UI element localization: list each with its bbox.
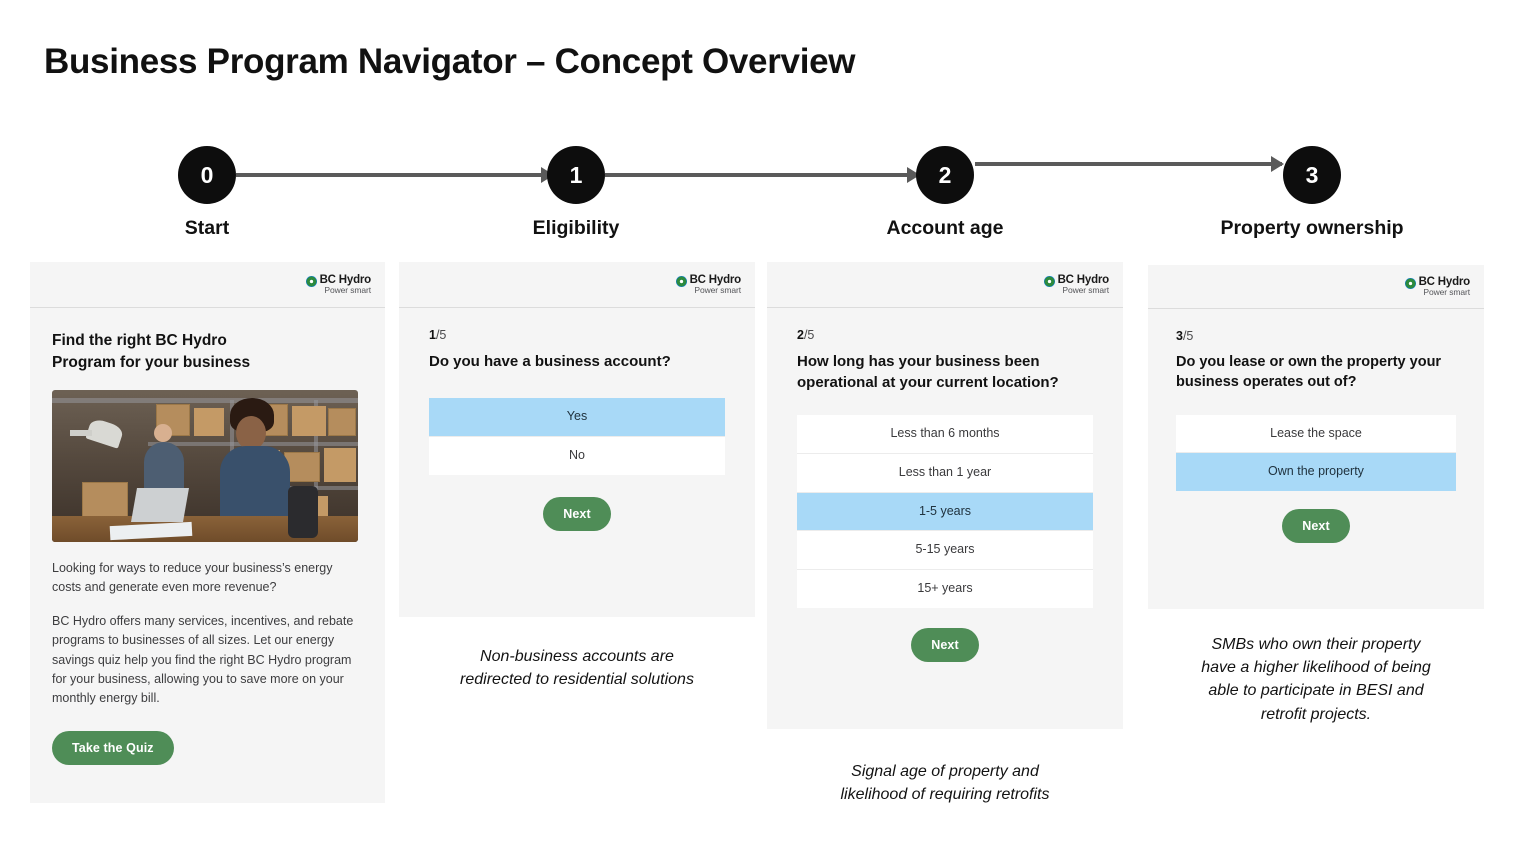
card-start-header: BC Hydro Power smart	[30, 262, 385, 308]
connector-1-2	[605, 173, 918, 177]
card-property-ownership-header: BC Hydro Power smart	[1148, 265, 1484, 309]
bc-hydro-logo: BC Hydro Power smart	[1043, 274, 1110, 296]
option-less-than-1-year[interactable]: Less than 1 year	[797, 453, 1093, 493]
card-eligibility-header: BC Hydro Power smart	[399, 262, 755, 308]
flow-stepper: 0 Start 1 Eligibility 2 Account age 3 Pr…	[0, 145, 1514, 265]
question-counter-current: 1	[429, 328, 436, 342]
option-yes[interactable]: Yes	[429, 398, 725, 437]
option-own-the-property[interactable]: Own the property	[1176, 453, 1456, 492]
brand-name: BC Hydro	[319, 274, 372, 286]
card-account-age: BC Hydro Power smart 2/5 How long has yo…	[767, 262, 1123, 729]
bc-hydro-logo: BC Hydro Power smart	[675, 274, 742, 296]
option-5-15-years[interactable]: 5-15 years	[797, 531, 1093, 570]
question-text: Do you have a business account?	[429, 353, 671, 370]
start-paragraph-1: Looking for ways to reduce your business…	[52, 561, 333, 595]
flow-node-3-number: 3	[1305, 161, 1319, 188]
next-button[interactable]: Next	[543, 496, 611, 531]
warehouse-photo	[52, 390, 358, 542]
flow-node-0-number: 0	[200, 161, 214, 188]
options-list: Lease the space Own the property	[1176, 414, 1456, 492]
bc-hydro-circle-icon	[305, 276, 317, 287]
card-property-ownership-body: 3/5 Do you lease or own the property you…	[1148, 309, 1484, 544]
flow-label-start: Start	[184, 217, 230, 239]
connector-2-3	[975, 162, 1282, 166]
next-button[interactable]: Next	[911, 627, 979, 662]
brand-tagline: Power smart	[324, 285, 371, 296]
take-the-quiz-button[interactable]: Take the Quiz	[52, 730, 174, 765]
hero-heading: Find the right BC Hydro Program for your…	[52, 332, 251, 371]
card-start: BC Hydro Power smart Find the right BC H…	[30, 262, 385, 803]
options-list: Less than 6 months Less than 1 year 1-5 …	[797, 415, 1093, 608]
question-counter: 3/5	[1176, 329, 1456, 343]
bc-hydro-circle-icon	[1043, 276, 1055, 287]
question-text: How long has your business been operatio…	[797, 353, 1059, 391]
question-counter-total: /5	[1182, 329, 1194, 343]
brand-tagline: Power smart	[1062, 285, 1109, 296]
option-lease-the-space[interactable]: Lease the space	[1176, 414, 1456, 454]
caption-eligibility: Non-business accounts are redirected to …	[460, 648, 694, 689]
connector-0-1	[236, 173, 552, 177]
brand-name: BC Hydro	[1057, 274, 1110, 286]
flow-node-3[interactable]: 3	[1283, 146, 1341, 204]
bc-hydro-logo: BC Hydro Power smart	[305, 274, 372, 296]
flow-node-2-number: 2	[938, 161, 952, 188]
start-paragraph-2: BC Hydro offers many services, incentive…	[52, 613, 354, 706]
option-1-5-years[interactable]: 1-5 years	[797, 492, 1093, 532]
question-counter-total: /5	[803, 328, 815, 342]
flow-label-account-age: Account age	[886, 217, 1004, 239]
question-counter: 2/5	[797, 328, 1093, 342]
brand-tagline: Power smart	[1423, 287, 1470, 298]
question-text: Do you lease or own the property your bu…	[1176, 354, 1442, 391]
card-start-body: Find the right BC Hydro Program for your…	[30, 308, 385, 765]
question-counter-current: 2	[797, 328, 804, 342]
brand-name: BC Hydro	[1418, 276, 1471, 288]
card-account-age-body: 2/5 How long has your business been oper…	[767, 308, 1123, 662]
question-counter-current: 3	[1176, 329, 1183, 343]
bc-hydro-logo: BC Hydro Power smart	[1404, 276, 1471, 298]
brand-tagline: Power smart	[694, 285, 741, 296]
card-account-age-header: BC Hydro Power smart	[767, 262, 1123, 308]
start-body-text: Looking for ways to reduce your business…	[52, 559, 363, 709]
brand-name: BC Hydro	[689, 274, 742, 286]
options-list: Yes No	[429, 398, 725, 475]
question-counter: 1/5	[429, 328, 725, 342]
flow-label-eligibility: Eligibility	[532, 217, 620, 239]
next-button[interactable]: Next	[1282, 509, 1350, 544]
card-property-ownership: BC Hydro Power smart 3/5 Do you lease or…	[1148, 265, 1484, 609]
option-less-than-6-months[interactable]: Less than 6 months	[797, 415, 1093, 454]
flow-node-2[interactable]: 2	[916, 146, 974, 204]
question-counter-total: /5	[435, 328, 447, 342]
flow-node-1[interactable]: 1	[547, 146, 605, 204]
option-no[interactable]: No	[429, 436, 725, 475]
caption-property-ownership: SMBs who own their property have a highe…	[1201, 636, 1431, 723]
card-eligibility: BC Hydro Power smart 1/5 Do you have a b…	[399, 262, 755, 617]
option-15-plus-years[interactable]: 15+ years	[797, 570, 1093, 608]
flow-node-0[interactable]: 0	[178, 146, 236, 204]
bc-hydro-circle-icon	[1404, 278, 1416, 289]
caption-account-age: Signal age of property and likelihood of…	[840, 763, 1050, 804]
flow-label-property-ownership: Property ownership	[1220, 217, 1404, 239]
page-title: Business Program Navigator – Concept Ove…	[44, 42, 856, 81]
bc-hydro-circle-icon	[675, 276, 687, 287]
flow-node-1-number: 1	[569, 161, 583, 188]
card-eligibility-body: 1/5 Do you have a business account? Yes …	[399, 308, 755, 531]
